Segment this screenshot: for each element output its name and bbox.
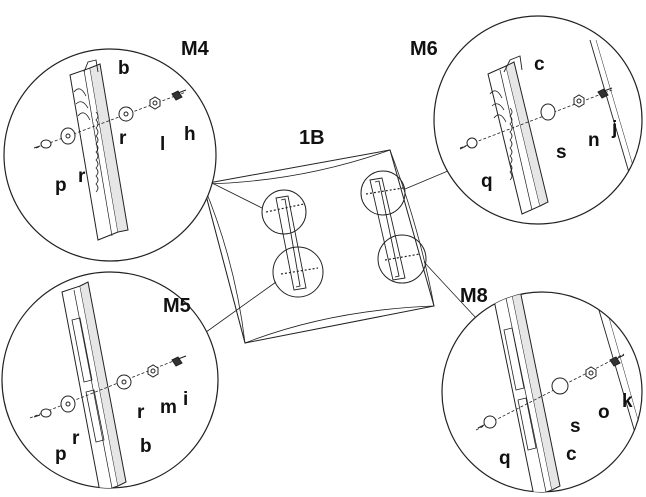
part-label-p-tl: p [55,175,67,196]
part-label-n-tr: n [588,130,600,151]
nut-o-br [585,366,597,380]
panel-zoom-circle-tl [261,189,307,235]
center-label: 1B [299,127,325,149]
size-label-m5: M5 [163,295,191,317]
screw-i-bl [171,355,187,367]
panel-zoom-circle-tr [360,170,406,216]
part-label-r-bl-inner: r [137,402,145,423]
part-label-q-br: q [499,448,511,469]
part-label-j-tr: j [611,118,617,139]
part-label-l-tl: l [160,134,165,155]
leader-tr [404,167,456,190]
spacer-q-tr [459,137,478,150]
nut-m-bl [147,364,159,378]
nut-n-tr [573,94,585,108]
screw-k-br [609,354,625,367]
washer-r-bl-outer [60,395,76,413]
leader-br [423,261,477,319]
callout-top-right: M6 c s n j q [410,15,643,225]
panel-bracket-right [369,177,406,281]
part-label-k-br: k [622,391,633,412]
part-label-c-br: c [566,444,577,465]
part-label-h-tl: h [184,124,196,145]
part-label-q-tr: q [481,171,493,192]
panel-bevel [202,149,435,344]
part-label-s-br: s [570,416,581,437]
size-label-m4: M4 [181,38,210,60]
spacer-q-br [477,415,497,429]
washer-r-bl-inner [116,374,132,390]
washer-s-tr [540,103,556,121]
part-label-p-bl: p [55,444,67,465]
size-label-m8: M8 [460,285,488,307]
size-label-m6: M6 [410,38,438,60]
screw-h-tl [171,89,187,101]
bracket-b-tl [69,63,129,241]
spacer-p-bl [33,408,52,418]
callout-bottom-left: M5 r m i r p b [1,271,219,489]
panel-zoom-circle-bl [272,246,324,298]
washer-r-tl-inner [118,106,134,122]
part-label-r-tl-inner: r [119,128,127,149]
part-label-m-bl: m [160,397,177,418]
part-label-r-bl-outer: r [72,428,80,449]
part-label-c-tr: c [534,54,545,75]
part-label-s-tr: s [556,142,567,163]
tv-back-panel [187,149,477,346]
bracket-b-bl [61,281,127,488]
washer-s-br [551,377,569,395]
callout-top-left: M4 b r l h r p [3,38,217,262]
part-label-o-br: o [598,402,610,423]
part-label-i-bl: i [183,389,188,410]
panel-zoom-circle-br [377,234,427,284]
nut-l-tl [149,96,161,110]
part-label-r-tl-outer: r [78,166,86,187]
spacer-p-tl [33,139,52,149]
screw-j-tr [597,87,613,99]
part-label-b-bl: b [140,436,152,457]
part-label-b-tl: b [118,58,130,79]
washer-r-tl-outer [60,127,76,145]
callout-bottom-right: M8 s o k q c [441,285,643,493]
bracket-c-tr [487,61,549,215]
bracket-c-br [493,292,561,492]
panel-bracket-left [275,195,307,291]
